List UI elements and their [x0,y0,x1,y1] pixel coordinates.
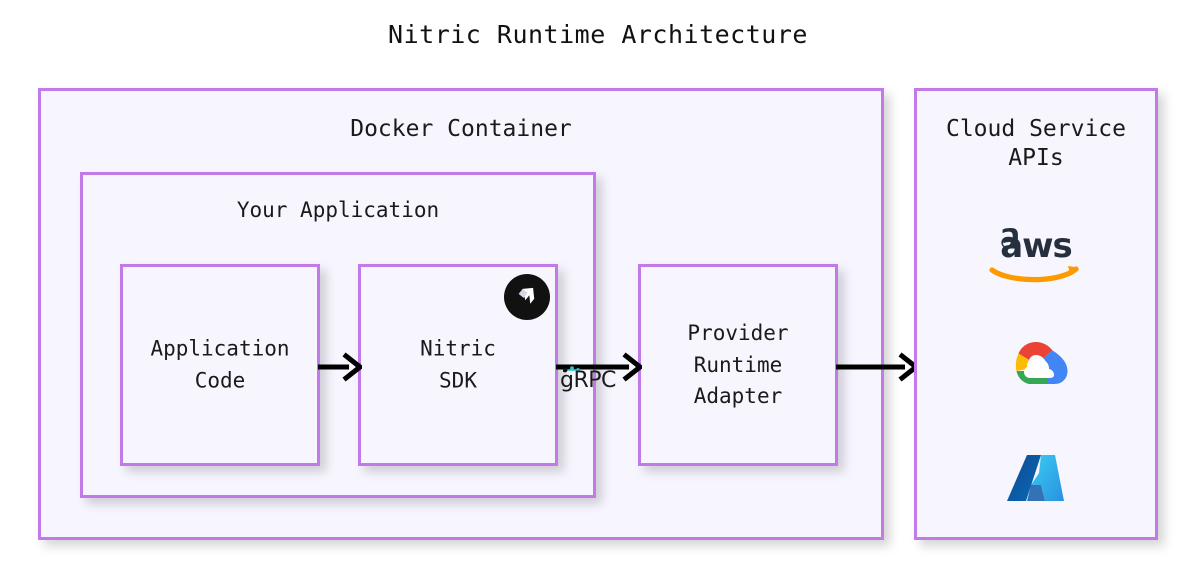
provider-runtime-adapter-label: Provider Runtime Adapter [687,320,789,408]
logo-slot-aws: aws [984,210,1088,302]
nitric-logo-icon [504,274,550,320]
arrow-sdk-to-adapter-icon [556,352,642,382]
cloud-service-apis-box: Cloud Service APIs aws [914,88,1158,540]
page-title: Nitric Runtime Architecture [388,20,808,49]
provider-runtime-adapter-box: Provider Runtime Adapter [638,264,838,466]
cloud-service-apis-label: Cloud Service APIs [945,116,1126,172]
grpc-label: gRPC [560,368,616,393]
nitric-sdk-label: Nitric SDK [420,336,496,393]
application-code-label: Application Code [150,336,290,393]
arrow-adapter-to-cloud-icon [836,352,918,382]
logo-slot-azure [1001,436,1071,528]
azure-logo-icon [1007,455,1064,502]
application-code-box: Application Code [120,264,320,466]
google-cloud-logo-icon [1015,341,1068,384]
logo-slot-google-cloud [999,323,1073,415]
cloud-logo-list: aws [917,199,1155,539]
your-application-label: Your Application [236,198,440,222]
grpc-accent-icon [563,366,580,373]
svg-text:aws: aws [1000,226,1072,266]
docker-container-label: Docker Container [350,116,572,142]
aws-logo-icon: aws [989,226,1079,282]
arrow-code-to-sdk-icon [318,352,362,382]
